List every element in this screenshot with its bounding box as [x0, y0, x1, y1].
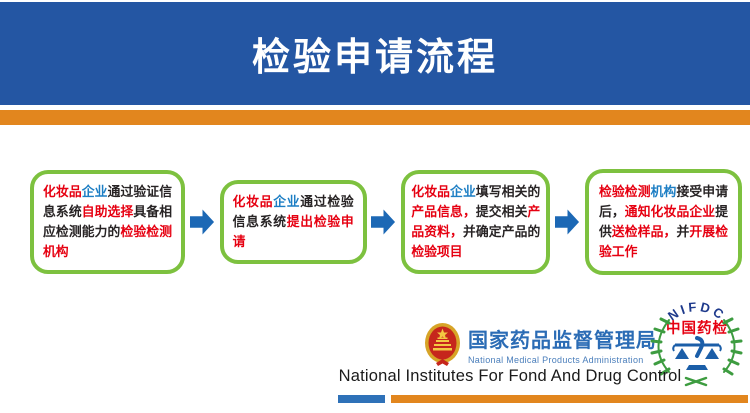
text-segment: 企业 [450, 184, 476, 199]
flow-step-2-text: 化妆品企业通过检验信息系统提出检验申请 [233, 192, 354, 252]
laurel-wreath-icon [650, 317, 743, 387]
nmpa-logo-lockup: 国家药品监督管理局 National Medical Products Admi… [424, 322, 657, 367]
text-segment: 提交相关 [475, 204, 528, 219]
nifdc-arc-text: NIFDC [665, 299, 726, 324]
flow-step-1-text: 化妆品企业通过验证信息系统自助选择具备相应检测能力的检验检测机构 [43, 182, 172, 262]
text-segment: 具备相应检测能力的 [43, 204, 173, 239]
page-title: 检验申请流程 [251, 37, 498, 79]
footer-orange-bar [391, 395, 748, 403]
svg-text:NIFDC: NIFDC [665, 299, 729, 324]
flow-step-4: 检验检测机构接受申请后，通知化妆品企业提供送检样品，并开展检验工作 [584, 169, 742, 275]
flow-diagram: 化妆品企业通过验证信息系统自助选择具备相应检测能力的检验检测机构 化妆品企业通过… [30, 166, 742, 278]
scales-icon [672, 336, 722, 370]
arrow-right-icon [555, 207, 580, 237]
text-segment: 自助选择 [81, 204, 134, 219]
nifdc-seal: NIFDC 中国药检 [648, 296, 745, 388]
nifdc-caption: National Institutes For Fond And Drug Co… [338, 367, 682, 385]
footer-blue-bar [338, 395, 385, 403]
text-segment: 化妆品 [411, 184, 451, 199]
text-segment: 检验项目 [411, 244, 463, 259]
text-segment: 机构 [650, 184, 677, 199]
text-segment: 送检样品， [611, 224, 677, 239]
flow-step-4-text: 检验检测机构接受申请后，通知化妆品企业提供送检样品，并开展检验工作 [599, 182, 728, 262]
nmpa-title-en: National Medical Products Administration [468, 355, 644, 365]
text-segment: 通过检验信息系统 [232, 194, 354, 229]
top-white-strip [0, 0, 750, 2]
nmpa-title-zh: 国家药品监督管理局 [468, 330, 657, 352]
nifdc-title-zh: 中国药检 [666, 319, 728, 337]
flow-step-3-text: 化妆品企业填写相关的产品信息，提交相关产品资料，并确定产品的检验项目 [411, 182, 540, 262]
flow-step-2: 化妆品企业通过检验信息系统提出检验申请 [219, 180, 367, 264]
flow-step-3: 化妆品企业填写相关的产品信息，提交相关产品资料，并确定产品的检验项目 [401, 170, 551, 274]
text-segment: 企业 [273, 194, 301, 209]
text-segment: 产品资料， [411, 204, 541, 239]
text-segment: 填写相关的 [475, 184, 541, 199]
arrow-right-icon [189, 207, 215, 237]
text-segment: 检验检测机构 [43, 224, 173, 259]
text-segment: 企业 [81, 184, 108, 199]
text-segment: 检验检测 [598, 184, 651, 199]
national-emblem-icon [424, 322, 461, 367]
text-segment: 产品信息， [411, 204, 476, 219]
text-segment: 开展检验工作 [598, 224, 728, 259]
text-segment: 并 [676, 224, 690, 239]
text-segment: 化妆品 [43, 184, 82, 199]
arrow-right-icon [371, 207, 396, 237]
header-gap [0, 105, 750, 110]
text-segment: 通过验证信息系统 [43, 184, 173, 219]
text-segment: 接受申请后， [598, 184, 728, 219]
text-segment: 提供 [598, 204, 728, 239]
flow-step-1: 化妆品企业通过验证信息系统自助选择具备相应检测能力的检验检测机构 [30, 170, 185, 274]
text-segment: 通知化妆品企业 [624, 204, 716, 219]
orange-divider-band [0, 110, 750, 125]
text-segment: 化妆品 [232, 194, 274, 209]
text-segment: 并确定产品的 [462, 224, 541, 239]
header-banner: 检验申请流程 [0, 2, 750, 105]
nmpa-text-block: 国家药品监督管理局 National Medical Products Admi… [468, 324, 657, 365]
text-segment: 提出检验申请 [232, 214, 354, 249]
